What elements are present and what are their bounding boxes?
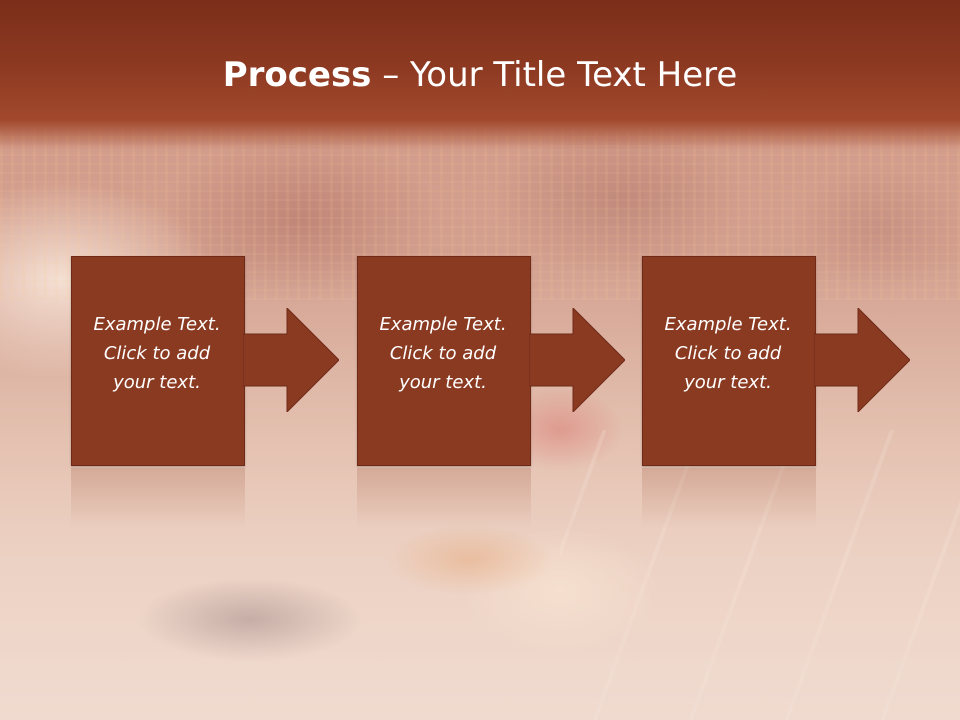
arrow-right-icon <box>243 308 339 412</box>
process-step-3: Example Text. Click to add your text. <box>642 256 960 528</box>
arrow-right-icon <box>529 308 625 412</box>
step-box[interactable] <box>642 256 816 466</box>
process-step-1: Example Text. Click to add your text. <box>71 256 421 528</box>
step-text[interactable]: Example Text. Click to add your text. <box>93 314 221 393</box>
title-band <box>0 0 960 150</box>
process-step-2: Example Text. Click to add your text. <box>357 256 707 528</box>
arrow-right-icon <box>814 308 910 412</box>
step-box[interactable] <box>357 256 531 466</box>
step-reflection <box>642 468 816 528</box>
step-box[interactable] <box>71 256 245 466</box>
step-text[interactable]: Example Text. Click to add your text. <box>664 314 792 393</box>
step-reflection <box>357 468 531 528</box>
slide-title[interactable]: Process – Your Title Text Here <box>0 52 960 98</box>
title-rest: – Your Title Text Here <box>371 55 738 95</box>
title-bold: Process <box>222 55 372 95</box>
step-reflection <box>71 468 245 528</box>
step-text[interactable]: Example Text. Click to add your text. <box>379 314 507 393</box>
